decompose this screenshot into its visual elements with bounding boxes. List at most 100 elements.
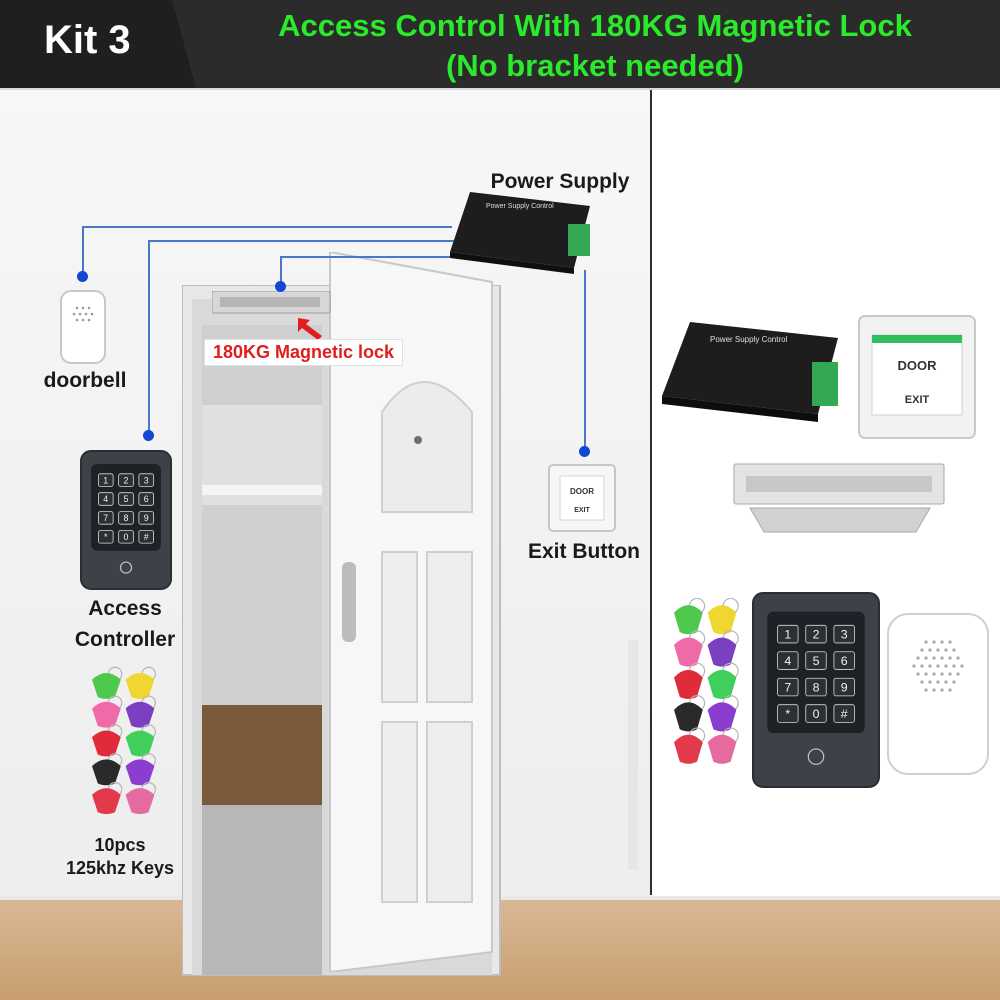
key-fob-fob — [125, 759, 155, 786]
grille-hole — [920, 680, 924, 684]
controller-key-label: 7 — [103, 513, 108, 523]
grille-hole — [928, 648, 932, 652]
kit-power-box-title: Power Supply Control — [710, 335, 788, 344]
kit-controller-key-label: 2 — [813, 628, 820, 642]
wire-doorbell-down — [82, 226, 84, 276]
grille-hole — [916, 672, 920, 676]
kit-controller-key-label: # — [841, 707, 848, 721]
grille-hole — [928, 664, 932, 668]
controller-key — [118, 492, 134, 506]
wire-controller-top — [148, 240, 458, 242]
controller-key — [97, 530, 114, 544]
grille-hole — [932, 640, 936, 644]
controller-key-label: 4 — [103, 494, 108, 504]
controller-key-label: 9 — [144, 513, 149, 523]
controller-key-label: 8 — [124, 513, 129, 523]
kit-controller-key-label: 8 — [813, 680, 820, 694]
grille-hole — [940, 672, 944, 676]
grille-hole — [940, 688, 944, 692]
exit-plate-exit: EXIT — [574, 507, 590, 514]
key-fob-fob — [92, 672, 121, 699]
page-title: Access Control With 180KG Magnetic Lock — [278, 8, 912, 43]
power-supply-icon: Power Supply Control — [450, 192, 600, 282]
kit-controller-key — [805, 624, 827, 644]
kit-key-fob-fob — [707, 669, 737, 700]
wire-exit-down — [584, 270, 586, 450]
kit-controller-key — [833, 651, 855, 670]
kit-power-supply: Power Supply Control — [662, 322, 842, 437]
kit-controller-key-label: 0 — [813, 707, 820, 721]
grille-hole — [944, 680, 948, 684]
kit-controller-key-label: 3 — [841, 628, 848, 642]
kit-magnetic-lock — [730, 458, 950, 538]
kit-controller-key — [833, 704, 855, 723]
exit-button-label: Exit Button — [528, 540, 640, 563]
key-fob-fob — [125, 672, 155, 699]
grille-hole — [920, 664, 924, 668]
key-fob-fob — [92, 701, 121, 728]
page-subtitle: (No bracket needed) — [445, 48, 744, 83]
key-fob-fob — [92, 759, 121, 786]
door-leaf — [322, 252, 502, 972]
key-fobs-icon — [86, 666, 166, 826]
kit-controller-key — [777, 624, 799, 644]
controller-key — [97, 511, 114, 525]
kit-key-fob-fob — [707, 702, 737, 732]
exit-plate-door: DOOR — [570, 487, 594, 496]
controller-key — [118, 530, 134, 544]
controller-bell-icon — [119, 561, 133, 574]
grille-hole — [944, 664, 948, 668]
kit-controller-key — [833, 624, 855, 644]
controller-key — [97, 473, 114, 487]
controller-key-label: * — [104, 532, 108, 542]
kit-key-fob-fob — [674, 702, 703, 732]
grille-hole — [948, 688, 952, 692]
wire-doorbell-top — [82, 226, 452, 228]
grille-hole — [952, 664, 956, 668]
grille-hole — [912, 664, 916, 668]
grille-hole — [944, 648, 948, 652]
grille-hole — [932, 656, 936, 660]
key-fob-fob — [92, 788, 121, 815]
kit-key-fob-fob — [707, 637, 737, 667]
controller-key-label: 0 — [124, 532, 129, 542]
grille-hole — [932, 672, 936, 676]
kit-controller-key — [777, 651, 799, 670]
power-box-title: Power Supply Control — [486, 203, 554, 210]
wire-node-controller — [143, 430, 154, 441]
kit-controller-key-label: 4 — [784, 654, 791, 668]
grille-hole — [956, 656, 960, 660]
controller-key — [138, 492, 155, 506]
grille-hole — [932, 688, 936, 692]
wall-corner — [628, 640, 638, 870]
controller-key-label: 5 — [124, 494, 129, 504]
grille-hole — [948, 656, 952, 660]
kit-doorbell — [886, 612, 990, 776]
doorbell-icon — [60, 290, 106, 364]
red-arrow-icon — [296, 316, 324, 340]
kit-controller-bell-icon — [807, 748, 825, 765]
controller-key — [97, 492, 114, 506]
kit-controller-key-label: 1 — [784, 628, 791, 642]
kit-controller-key — [805, 677, 827, 697]
grille-hole — [920, 648, 924, 652]
kit-key-fob-fob — [674, 734, 703, 764]
grille-hole — [928, 680, 932, 684]
kit-key-fob-fob — [707, 605, 737, 635]
grille-hole — [924, 656, 928, 660]
wire-node-lock — [275, 281, 286, 292]
grille-hole — [924, 688, 928, 692]
kit-key-fob-fob — [674, 637, 703, 667]
grille-hole — [956, 672, 960, 676]
keys-label-line2: 125khz Keys — [65, 858, 175, 878]
kit-key-fob-fob — [674, 669, 703, 700]
keys-label-line1: 10pcs — [94, 835, 146, 855]
magnetic-lock-label: 180KG Magnetic lock — [204, 339, 404, 366]
grille-hole — [940, 640, 944, 644]
kit-key-fobs — [668, 598, 748, 778]
kit-controller-key-label: 5 — [813, 654, 820, 668]
key-fob-fob — [125, 701, 155, 728]
header-banner: Kit 3 Access Control With 180KG Magnetic… — [0, 0, 1000, 90]
controller-key — [138, 511, 155, 525]
